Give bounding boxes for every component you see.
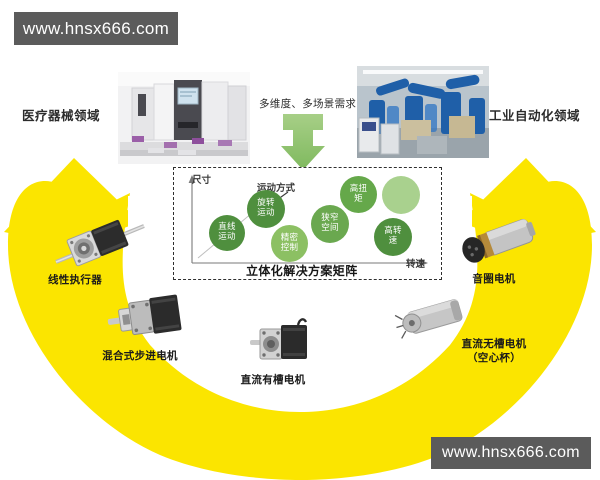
product-label-brushed-dc-motor: 直流有槽电机 — [241, 372, 306, 387]
product-label-line: 直流无槽电机 — [461, 338, 527, 350]
matrix-x-axis-label: 转速 — [406, 259, 426, 270]
product-label-line: 线性执行器 — [48, 274, 102, 286]
industrial-robots-photo — [357, 66, 489, 158]
medical-equipment-photo — [118, 72, 250, 164]
product-label-hybrid-stepper: 混合式步进电机 — [102, 348, 178, 363]
matrix-bubble — [382, 176, 420, 214]
matrix-bubble: 高转速 — [374, 218, 412, 256]
down-arrow-icon — [281, 114, 325, 170]
matrix-bubble: 旋转运动 — [247, 190, 285, 228]
watermark-top: www.hnsx666.com — [14, 12, 178, 45]
matrix-bubble: 精密控制 — [271, 225, 308, 262]
matrix-caption: 立体化解决方案矩阵 — [246, 264, 358, 278]
product-label-line: （空心杯） — [467, 352, 521, 365]
product-label-line: 混合式步进电机 — [102, 350, 178, 362]
product-label-voice-coil-motor: 音圈电机 — [472, 271, 515, 286]
product-photo-linear-actuator — [52, 216, 148, 270]
demand-caption: 多维度、多场景需求 — [259, 98, 357, 110]
matrix-annotation-motion-type: 运动方式 — [257, 183, 296, 194]
region-label-industrial: 工业自动化领域 — [489, 108, 581, 123]
product-photo-coreless-dc-motor — [393, 294, 473, 340]
watermark-bottom: www.hnsx666.com — [431, 437, 591, 469]
matrix-bubble: 狭窄空间 — [311, 205, 349, 243]
matrix-bubble: 高扭矩 — [340, 176, 377, 213]
product-label-line: 音圈电机 — [472, 273, 516, 285]
product-photo-voice-coil-motor — [456, 216, 540, 266]
product-label-line: 直流有槽电机 — [240, 374, 306, 386]
product-label-linear-actuator: 线性执行器 — [48, 272, 102, 287]
product-photo-brushed-dc-motor — [246, 316, 316, 370]
region-label-medical: 医疗器械领域 — [22, 108, 101, 123]
product-photo-hybrid-stepper — [104, 292, 186, 348]
matrix-bubble: 直线运动 — [209, 215, 245, 251]
product-label-coreless-dc-motor: 直流无槽电机 （空心杯） — [462, 337, 527, 365]
matrix-y-axis-label: 尺寸 — [192, 175, 212, 186]
solution-matrix-box: 尺寸 转速 运动方式 直线运动旋转运动精密控制狭窄空间高扭矩高转速 — [173, 167, 442, 280]
